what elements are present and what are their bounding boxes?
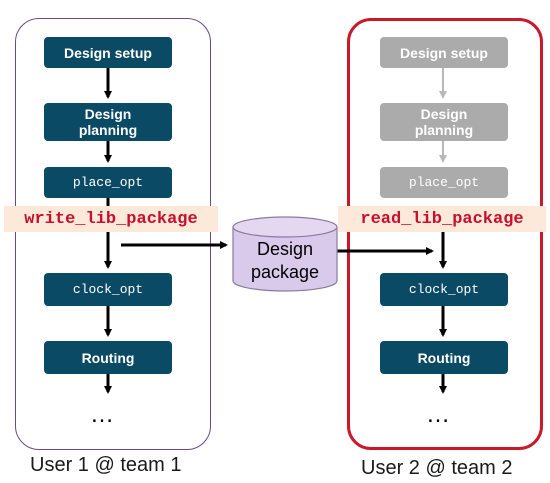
left-step-design-setup: Design setup [44,37,172,68]
left-step-place-opt: place_opt [44,167,172,198]
right-step-design-planning: Design planning [380,103,508,141]
read-lib-package-command: read_lib_package [338,206,546,232]
user1-caption: User 1 @ team 1 [30,454,182,476]
left-step-routing: Routing [44,341,172,374]
user2-caption: User 2 @ team 2 [361,457,513,479]
right-step-clock-opt: clock_opt [380,273,508,306]
left-step-clock-opt: clock_opt [44,273,172,306]
design-package-cylinder [232,216,338,292]
write-lib-package-command: write_lib_package [4,206,218,232]
user2-flow-frame [347,18,543,450]
right-step-place-opt: place_opt [380,167,508,198]
right-step-routing: Routing [380,341,508,374]
right-step-design-setup: Design setup [380,37,508,68]
left-ellipsis: … [90,401,117,428]
package-label-line1: Design [256,239,314,259]
right-ellipsis: … [426,401,453,428]
user1-flow-frame [15,18,211,450]
left-step-design-planning: Design planning [44,103,172,141]
package-label-line2: package [250,262,320,282]
